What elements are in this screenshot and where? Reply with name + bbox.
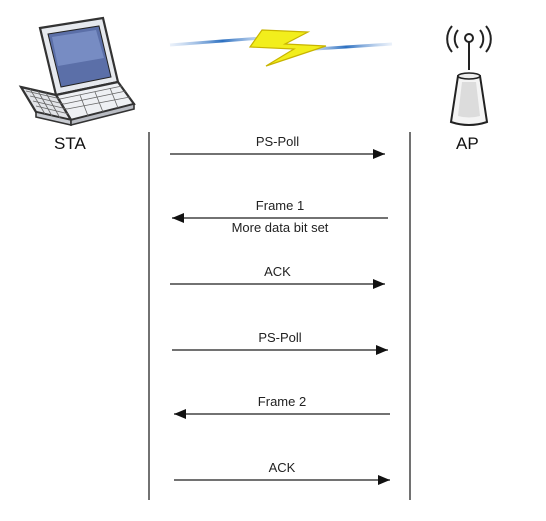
- arrowhead-icon: [172, 213, 184, 223]
- arrowhead-icon: [373, 279, 385, 289]
- message-label: Frame 1: [255, 198, 305, 213]
- arrowhead-icon: [373, 149, 385, 159]
- message-label: PS-Poll: [258, 330, 302, 345]
- arrowhead-icon: [376, 345, 388, 355]
- arrowhead-icon: [378, 475, 390, 485]
- laptop-icon: [18, 16, 136, 127]
- message-sublabel: More data bit set: [231, 220, 329, 235]
- arrowhead-icon: [174, 409, 186, 419]
- message-label: Frame 2: [257, 394, 307, 409]
- message-label: PS-Poll: [255, 134, 300, 149]
- message-label: ACK: [264, 264, 291, 279]
- message-arrows: [170, 149, 390, 485]
- access-point-icon: [446, 25, 492, 126]
- message-label: ACK: [268, 460, 296, 475]
- ap-label: AP: [456, 134, 479, 153]
- lightning-bolt-icon: [169, 29, 393, 67]
- sta-label: STA: [54, 134, 86, 153]
